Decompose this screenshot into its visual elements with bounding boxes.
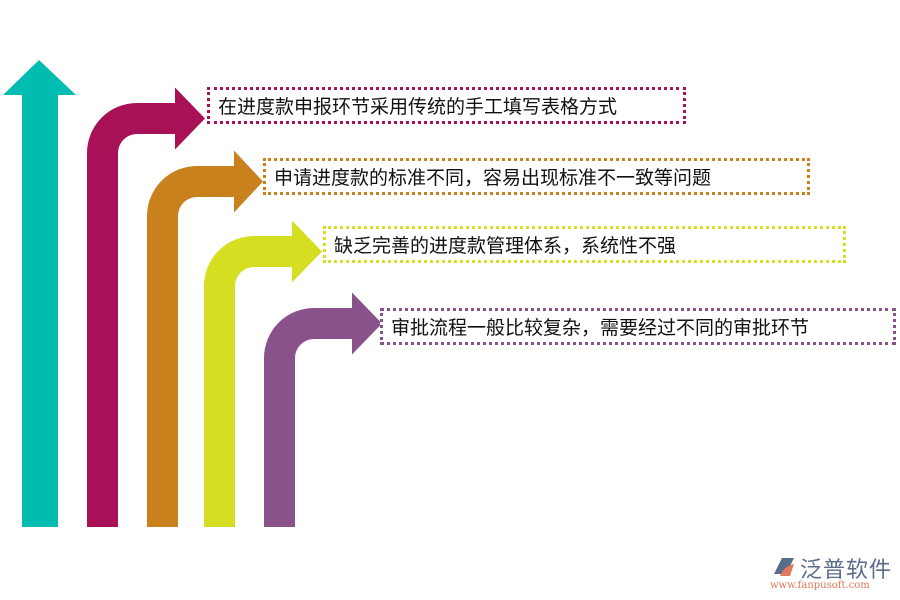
purple-bent-arrow xyxy=(264,292,382,527)
text-box-3: 缺乏完善的进度款管理体系，系统性不强 xyxy=(323,226,846,263)
logo-name: 泛普软件 xyxy=(800,558,893,583)
magenta-bent-arrow xyxy=(87,87,205,527)
logo: 泛普软件 www.fanpusoft.com xyxy=(770,552,895,597)
logo-url: www.fanpusoft.com xyxy=(770,580,870,591)
logo-icon xyxy=(774,558,794,576)
item-text: 申请进度款的标准不同，容易出现标准不一致等问题 xyxy=(274,167,712,189)
text-box-2: 申请进度款的标准不同，容易出现标准不一致等问题 xyxy=(263,158,810,195)
item-text: 缺乏完善的进度款管理体系，系统性不强 xyxy=(334,235,677,257)
item-text: 审批流程一般比较复杂，需要经过不同的审批环节 xyxy=(391,317,810,339)
orange-bent-arrow xyxy=(147,150,263,527)
item-text: 在进度款申报环节采用传统的手工填写表格方式 xyxy=(218,96,618,118)
yellow-bent-arrow xyxy=(204,220,322,527)
text-box-4: 审批流程一般比较复杂，需要经过不同的审批环节 xyxy=(380,308,896,345)
teal-up-arrow xyxy=(3,60,76,527)
text-box-1: 在进度款申报环节采用传统的手工填写表格方式 xyxy=(207,87,686,124)
